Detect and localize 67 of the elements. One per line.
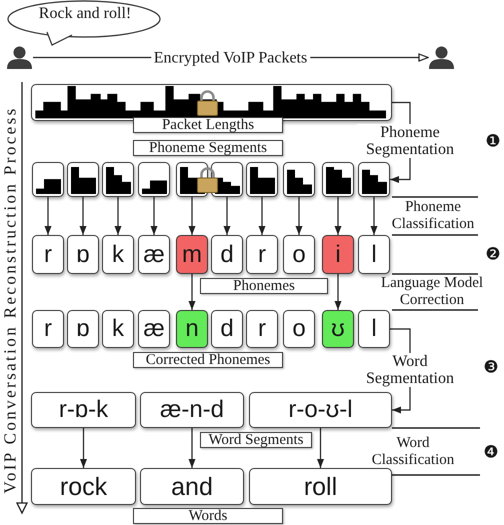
segment-tile bbox=[102, 162, 134, 197]
word-tile: and bbox=[140, 468, 244, 505]
stage-label: Language Model Correction bbox=[380, 275, 484, 309]
step-number: ❹ bbox=[483, 444, 499, 462]
phoneme-tile: k bbox=[102, 235, 134, 274]
word-segment-tile: æ-n-d bbox=[140, 392, 244, 428]
corrected-phoneme-tile: k bbox=[102, 310, 134, 348]
row-caption-tab: Corrected Phonemes bbox=[133, 352, 283, 368]
segment-tile bbox=[32, 162, 64, 197]
corrected-phoneme-tile: r bbox=[246, 310, 278, 348]
stage-label: Phoneme Classification bbox=[390, 199, 476, 233]
segment-tile bbox=[67, 162, 99, 197]
word-tile: rock bbox=[31, 468, 136, 505]
arrow bbox=[317, 428, 324, 468]
arrow bbox=[224, 197, 230, 235]
phoneme-tile: i bbox=[322, 235, 354, 274]
arrow bbox=[188, 274, 196, 310]
corrected-phoneme-tile: n bbox=[176, 310, 208, 348]
arrow bbox=[296, 197, 302, 235]
arrow bbox=[370, 197, 378, 235]
word-tile: roll bbox=[249, 468, 392, 505]
phoneme-tile: æ bbox=[138, 235, 170, 274]
segment-tile bbox=[358, 162, 390, 197]
corrected-phoneme-tile: d bbox=[211, 310, 243, 348]
segment-tile bbox=[138, 162, 170, 197]
phoneme-tile: r bbox=[32, 235, 64, 274]
step-number: ❸ bbox=[483, 360, 499, 376]
phoneme-tile: l bbox=[358, 235, 390, 274]
phoneme-tile: o bbox=[283, 235, 315, 274]
arrow bbox=[188, 197, 196, 235]
phoneme-tile: d bbox=[211, 235, 243, 274]
arrow bbox=[188, 428, 196, 468]
corrected-phoneme-tile: r bbox=[32, 310, 64, 348]
phoneme-tile: m bbox=[176, 235, 208, 274]
segment-tile bbox=[246, 162, 278, 197]
row-caption-tab: Phoneme Segments bbox=[133, 140, 283, 156]
arrow bbox=[334, 197, 342, 235]
row-caption-tab: Phonemes bbox=[200, 278, 328, 294]
arrow bbox=[150, 197, 158, 235]
step-number: ❷ bbox=[485, 246, 501, 264]
step-number: ❶ bbox=[485, 134, 501, 150]
word-segment-tile: r-o-ʊ-l bbox=[249, 392, 392, 428]
arrow bbox=[114, 197, 122, 235]
word-segment-tile: r-ɒ-k bbox=[31, 392, 136, 428]
stage-label: Word Classification bbox=[370, 435, 456, 469]
person-icon bbox=[6, 46, 33, 69]
arrow bbox=[80, 197, 86, 235]
phoneme-tile: ɒ bbox=[67, 235, 99, 274]
process-label: VoIP Conversation Reconstruction Process bbox=[2, 106, 18, 494]
phoneme-tile: r bbox=[246, 235, 278, 274]
corrected-phoneme-tile: l bbox=[358, 310, 390, 348]
row-caption-tab: Packet Lengths bbox=[133, 117, 283, 133]
segment-tile bbox=[283, 162, 315, 197]
corrected-phoneme-tile: ɒ bbox=[67, 310, 99, 348]
corrected-phoneme-tile: o bbox=[283, 310, 315, 348]
edge-label: Encrypted VoIP Packets bbox=[150, 49, 310, 66]
corrected-phoneme-tile: æ bbox=[138, 310, 170, 348]
corrected-phoneme-tile: ʊ bbox=[322, 310, 354, 348]
segment-tile bbox=[322, 162, 354, 197]
row-caption-tab: Words bbox=[133, 508, 283, 524]
row-caption-tab: Word Segments bbox=[200, 432, 312, 448]
arrow bbox=[80, 428, 87, 468]
person-icon bbox=[428, 46, 455, 69]
speech-text: Rock and roll! bbox=[38, 5, 132, 23]
arrow bbox=[258, 197, 266, 235]
arrow bbox=[334, 274, 342, 310]
arrow bbox=[44, 197, 52, 235]
